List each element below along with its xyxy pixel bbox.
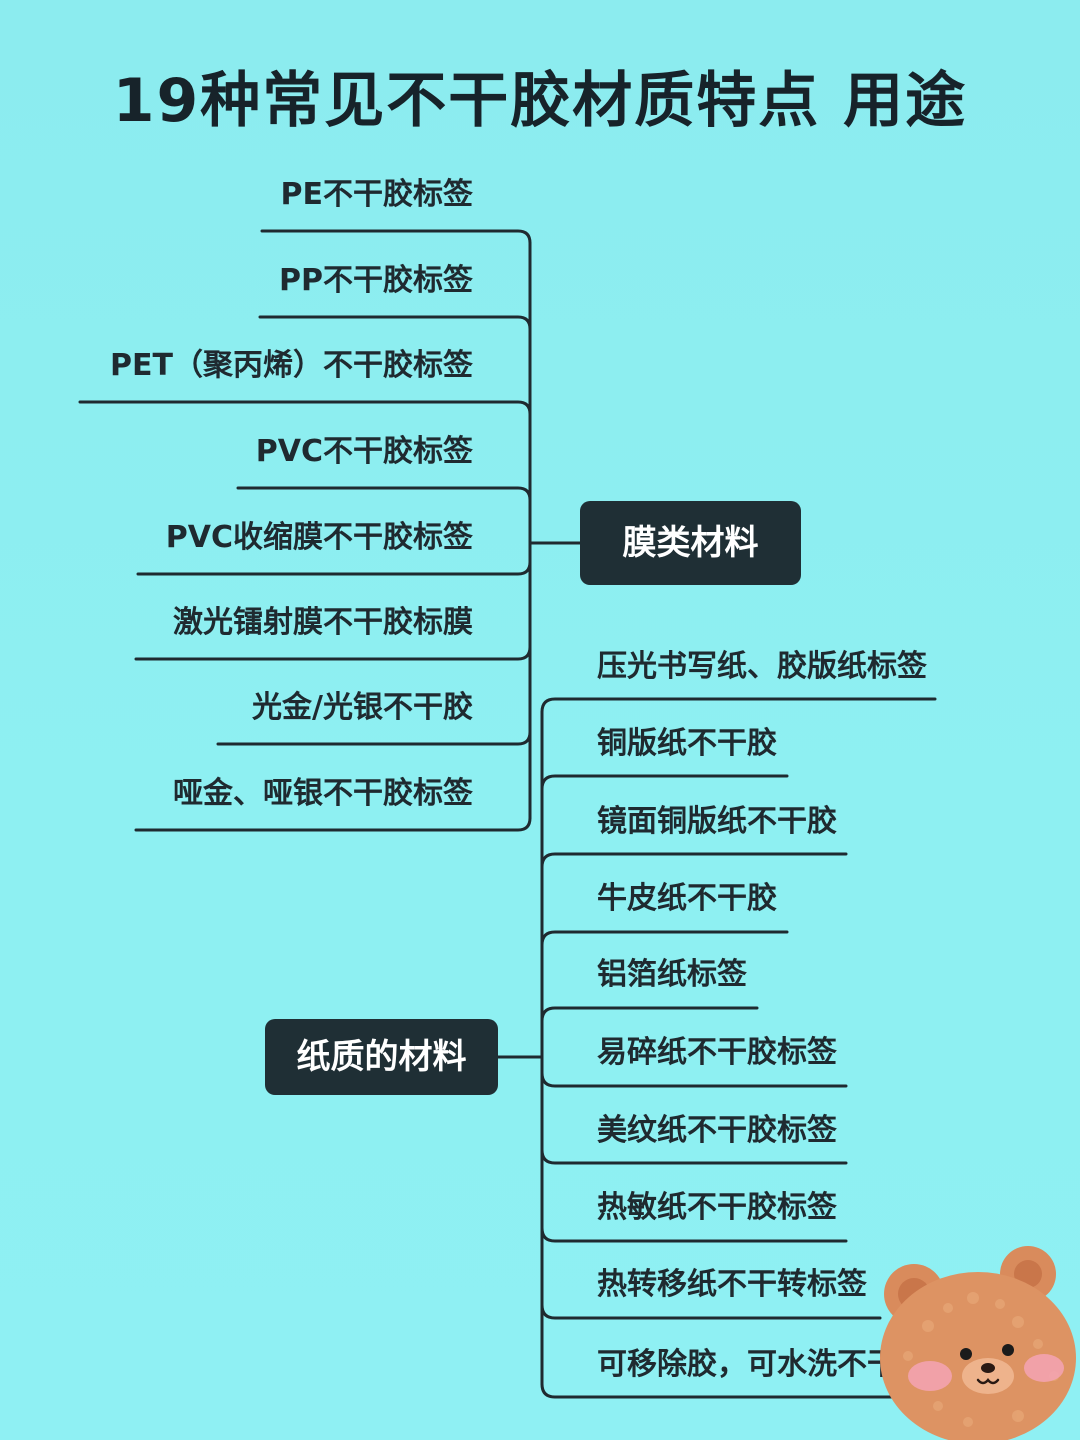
film-item-label: PE不干胶标签: [280, 177, 473, 212]
paper-item-label: 铝箔纸标签: [597, 957, 747, 992]
film-materials-hub: 膜类材料: [580, 501, 801, 585]
paper-item-underline: [540, 1071, 848, 1088]
film-item-label: 激光镭射膜不干胶标膜: [173, 605, 473, 640]
paper-item-underline: [540, 774, 789, 791]
paper-item-label: 热转移纸不干转标签: [597, 1267, 867, 1302]
film-item-underline: [258, 315, 532, 331]
paper-item-label: 热敏纸不干胶标签: [597, 1190, 837, 1225]
paper-item-label: 易碎纸不干胶标签: [597, 1035, 837, 1070]
film-item-underline: [260, 229, 532, 245]
paper-materials-hub: 纸质的材料: [265, 1019, 498, 1095]
paper-item-underline: [540, 1226, 848, 1243]
paper-item-underline: [540, 697, 937, 714]
film-item-underline: [134, 816, 532, 832]
film-item-underline: [78, 400, 532, 416]
film-item-underline: [136, 560, 532, 576]
film-item-label: PP不干胶标签: [279, 263, 473, 298]
film-item-label: 光金/光银不干胶: [252, 690, 473, 725]
page-title: 19种常见不干胶材质特点 用途: [112, 66, 968, 136]
paper-item-label: 镜面铜版纸不干胶: [597, 804, 837, 839]
paper-item-label: 压光书写纸、胶版纸标签: [597, 649, 927, 684]
film-item-underline: [134, 645, 532, 661]
paper-item-underline: [540, 1006, 759, 1023]
paper-item-label: 铜版纸不干胶: [597, 726, 777, 761]
paper-item-underline: [540, 930, 789, 947]
paper-item-underline: [540, 1303, 882, 1320]
paper-item-underline: [540, 852, 848, 869]
film-item-label: 哑金、哑银不干胶标签: [173, 776, 473, 811]
film-item-label: PVC收缩膜不干胶标签: [165, 520, 473, 555]
paper-item-label: 牛皮纸不干胶: [597, 881, 777, 916]
paper-item-label: 可移除胶，可水洗不干胶: [597, 1347, 927, 1382]
film-item-label: PVC不干胶标签: [255, 434, 473, 469]
paper-item-underline: [540, 1382, 902, 1399]
film-item-underline: [236, 486, 532, 502]
paper-item-label: 美纹纸不干胶标签: [597, 1113, 837, 1148]
paper-item-underline: [540, 1148, 848, 1165]
film-item-underline: [216, 730, 532, 746]
film-item-label: PET（聚丙烯）不干胶标签: [110, 348, 473, 383]
